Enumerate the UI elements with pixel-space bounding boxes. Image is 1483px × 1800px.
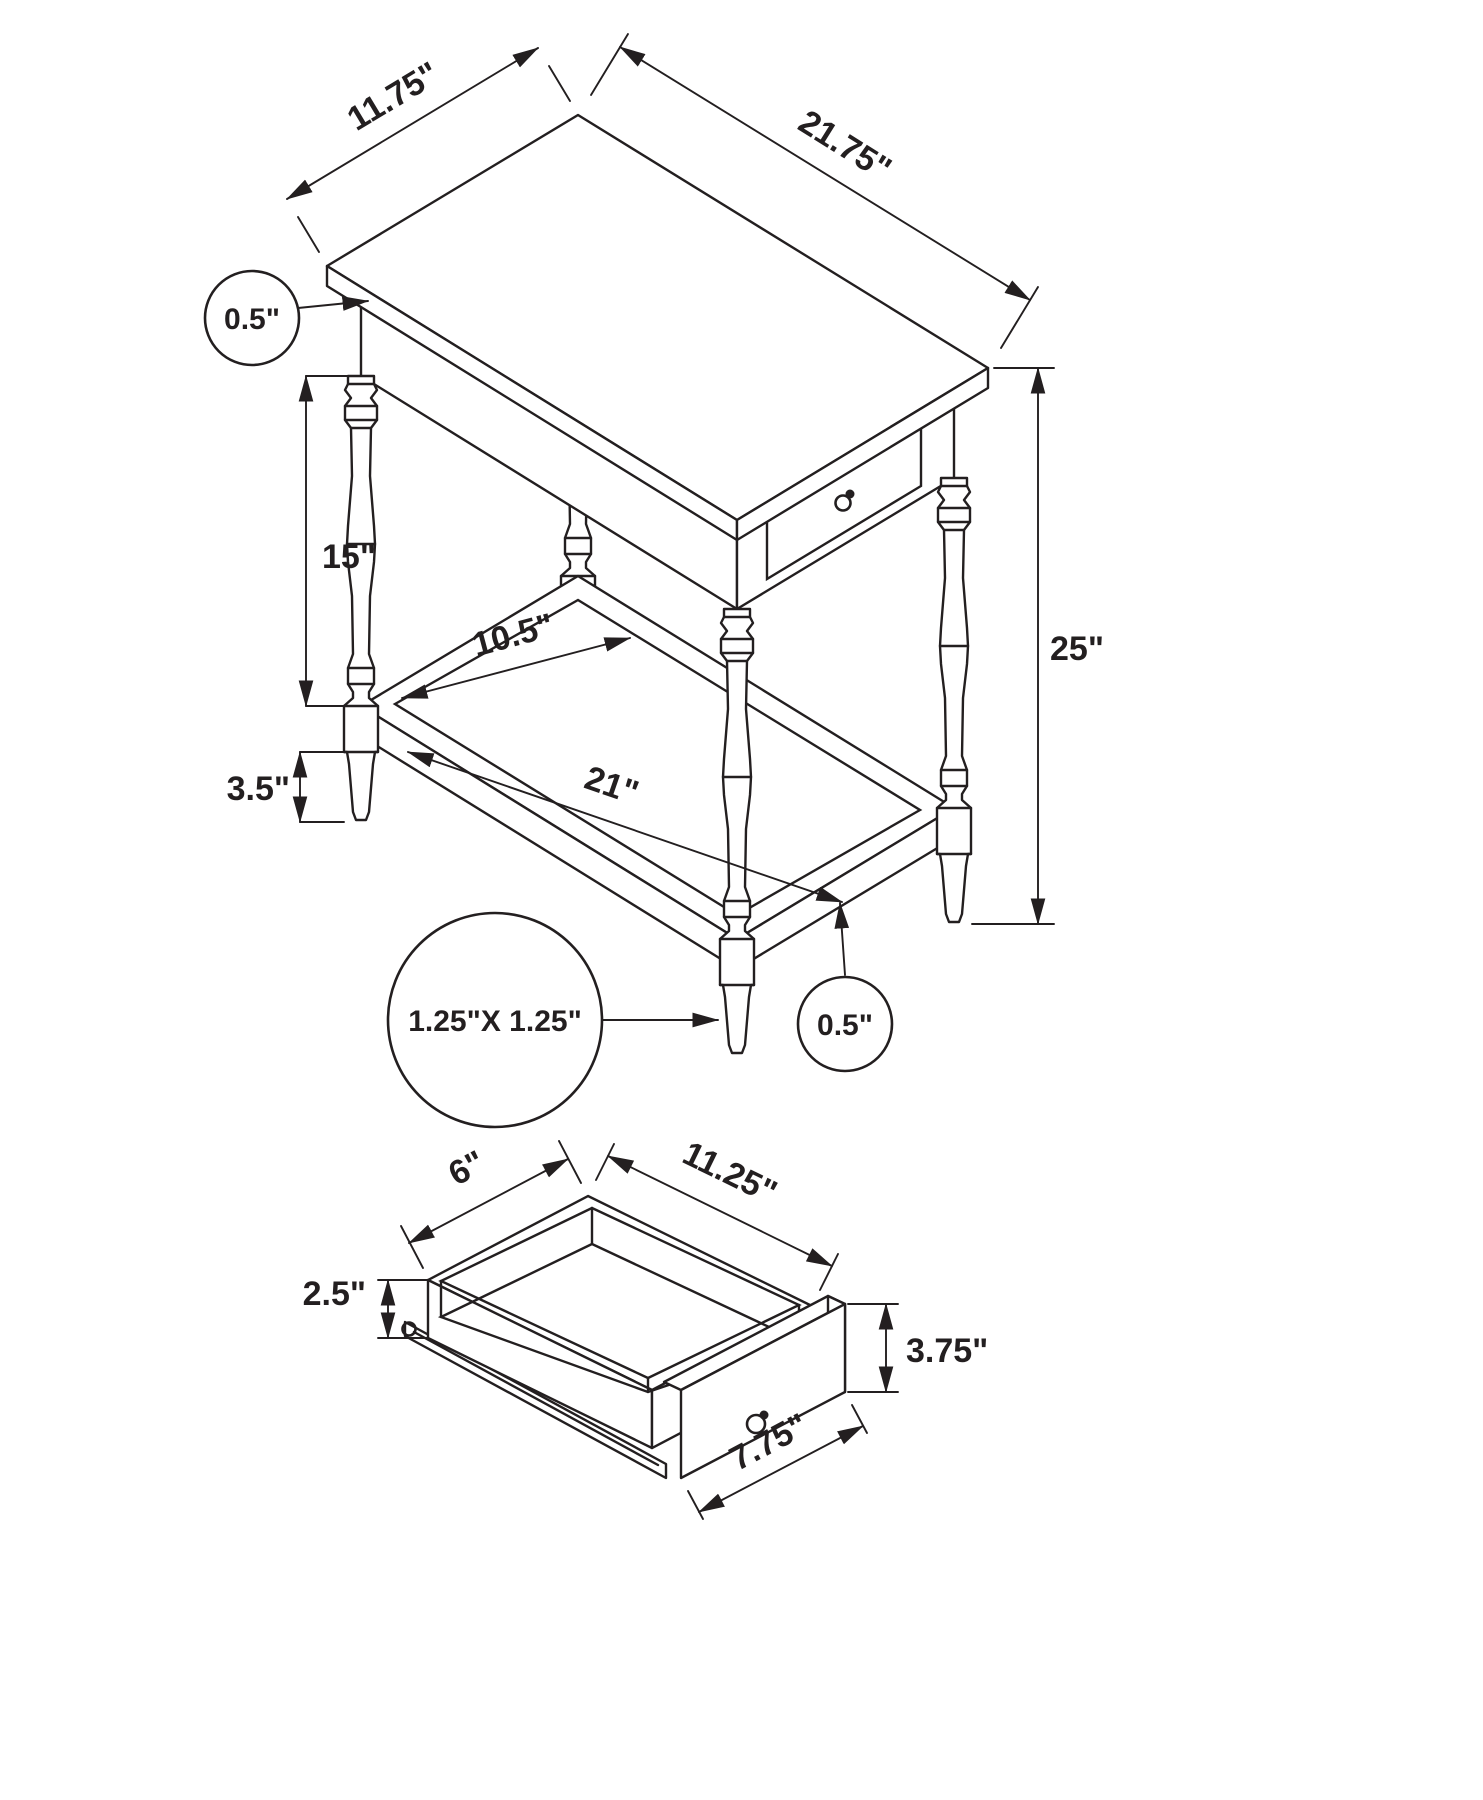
dim-leg-height: 15" xyxy=(298,374,376,708)
extension-line xyxy=(595,1143,615,1181)
callout-circle xyxy=(796,975,894,1073)
drawer-drawing xyxy=(401,1194,847,1480)
dimension-line xyxy=(400,637,632,699)
callout-leg-post: 1.25"X 1.25" xyxy=(386,911,720,1129)
extension-line xyxy=(851,1404,868,1434)
drawer-knob xyxy=(759,1410,769,1420)
table-left-leg xyxy=(342,374,380,822)
table-right-leg xyxy=(935,476,973,924)
label-drawer-height: 2.5" xyxy=(303,1275,366,1313)
callout-shelf-thickness: 0.5" xyxy=(796,901,894,1073)
dim-overall-height: 25" xyxy=(971,366,1104,926)
extension-line xyxy=(558,1140,582,1184)
dim-shelf-clearance: 3.5" xyxy=(227,750,345,824)
table-drawing xyxy=(325,113,990,1055)
dim-drawer-height: 2.5" xyxy=(303,1275,429,1340)
dimension-line xyxy=(406,751,844,903)
extension-line xyxy=(687,1490,704,1520)
extension-line xyxy=(548,65,571,102)
extension-line xyxy=(400,1225,424,1269)
table-drawer-knob xyxy=(845,489,855,499)
drawer-slide-rail xyxy=(403,1320,668,1480)
leader-line xyxy=(297,296,370,311)
table-drawer-knob-ring xyxy=(834,494,852,512)
dim-front-height: 3.75" xyxy=(847,1302,988,1394)
dimension-line xyxy=(698,1425,864,1513)
extension-line xyxy=(297,216,320,253)
label-top-length: 21.75" xyxy=(792,103,898,189)
drawer-slide-roller xyxy=(401,1321,417,1337)
label-shelf-thickness: 0.5" xyxy=(817,1009,873,1042)
label-drawer-width: 6" xyxy=(442,1143,491,1193)
extension-line xyxy=(1000,286,1039,349)
dimension-line xyxy=(286,47,539,200)
extension-line xyxy=(819,1253,839,1291)
label-front-height: 3.75" xyxy=(906,1332,988,1370)
callout-top-thickness: 0.5" xyxy=(203,269,370,367)
label-overall-height: 25" xyxy=(1050,630,1104,668)
label-leg-height: 15" xyxy=(322,538,376,576)
label-top-thickness: 0.5" xyxy=(224,303,280,336)
dimension-line xyxy=(408,1158,569,1244)
label-top-depth: 11.75" xyxy=(341,55,446,139)
table-top-edge-right xyxy=(735,366,990,542)
label-shelf-clearance: 3.5" xyxy=(227,770,290,808)
label-drawer-length: 11.25" xyxy=(677,1134,783,1212)
label-leg-post-size: 1.25"X 1.25" xyxy=(408,1005,582,1038)
extension-line xyxy=(590,33,629,96)
dimension-line xyxy=(619,46,1031,301)
callout-circle xyxy=(203,269,301,367)
drawer-slide-rail-line xyxy=(412,1330,660,1467)
dimension-line xyxy=(607,1155,833,1267)
leader-line xyxy=(834,901,850,976)
